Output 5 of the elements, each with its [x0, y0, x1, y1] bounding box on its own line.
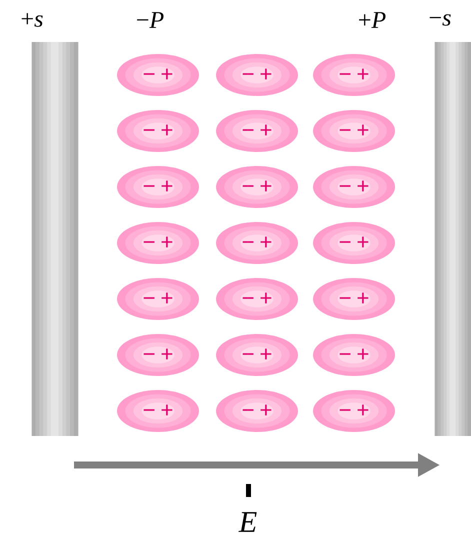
symbol-label: +P: [359, 12, 386, 28]
symbol-label: −P: [137, 12, 164, 28]
symbol-label: +s: [22, 13, 43, 27]
symbol-label: −s: [430, 14, 451, 26]
symbol-label: E: [238, 512, 257, 532]
